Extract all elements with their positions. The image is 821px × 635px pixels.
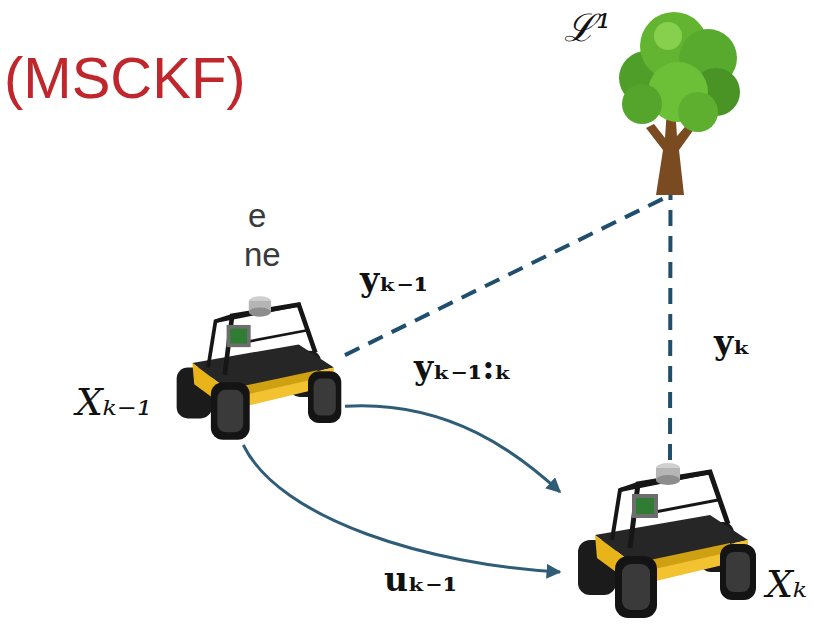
pose-label: Xₖ₋₁ — [76, 382, 152, 424]
pose-label: ℒ¹ — [564, 8, 611, 50]
measurement-line — [668, 195, 673, 460]
edge-label: yₖ₋₁:ₖ — [412, 350, 514, 386]
robot-pose-node: Xₖ₋₁ — [160, 290, 345, 445]
robot-illustration — [560, 460, 760, 620]
pose-label: Xₖ — [766, 564, 807, 606]
slide-title: (MSCKF) — [4, 46, 246, 110]
landmark-node: ℒ¹ — [598, 0, 743, 195]
tree-illustration — [598, 0, 743, 195]
edge-label: yₖ₋₁ — [358, 262, 430, 298]
text-fragment: ne — [244, 237, 281, 273]
motion-arrow — [243, 445, 560, 572]
edge-label: uₖ₋₁ — [382, 562, 459, 598]
robot-illustration — [160, 290, 345, 445]
measurement-line — [345, 195, 671, 355]
motion-arrow — [345, 406, 560, 492]
text-fragment: e — [248, 198, 266, 234]
edge-label: yₖ — [712, 325, 752, 361]
robot-pose-node: Xₖ — [560, 460, 760, 620]
